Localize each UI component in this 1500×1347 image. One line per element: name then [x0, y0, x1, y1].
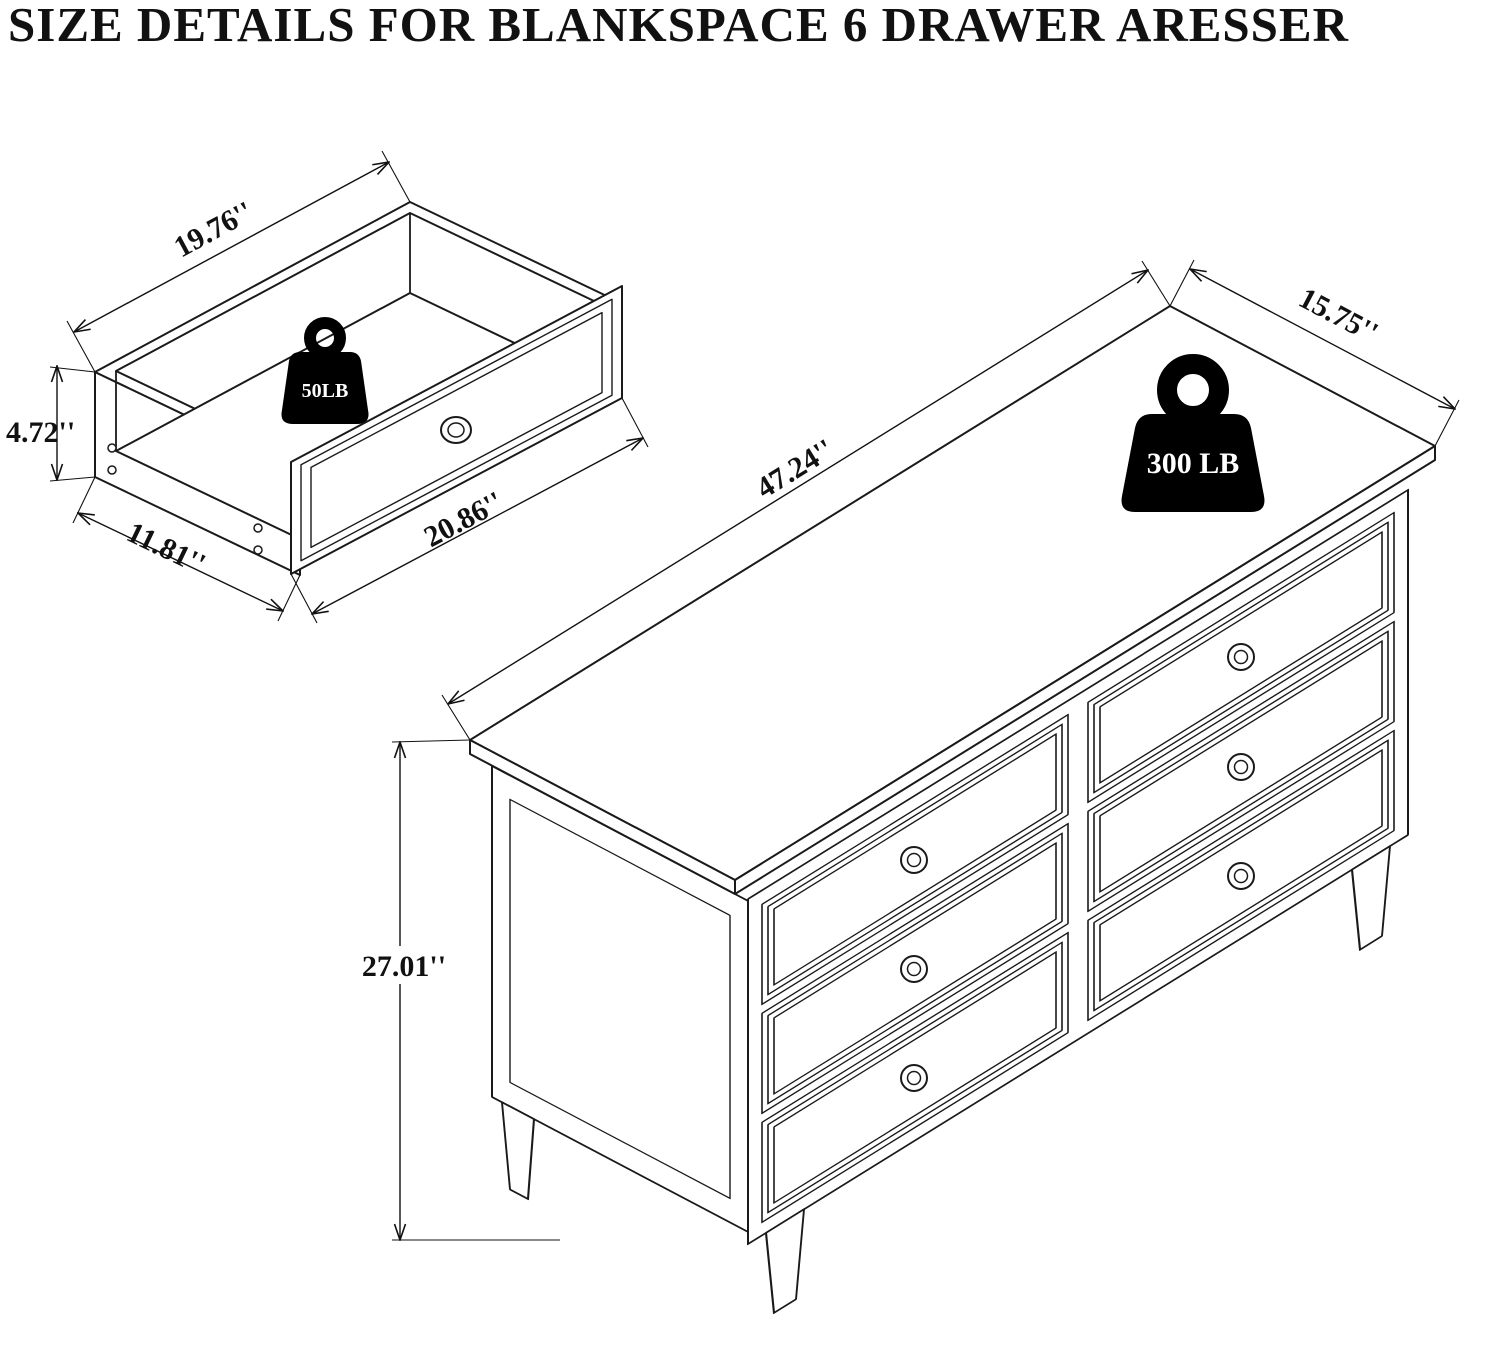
dim-dresser-height: 27.01'' — [344, 739, 560, 1240]
dresser-knob-icons — [900, 643, 1255, 1092]
dim-dresser-width-label: 47.24'' — [751, 433, 840, 505]
dim-drawer-length-label: 19.76'' — [169, 195, 259, 264]
dresser-weight-label: 300 LB — [1147, 447, 1240, 480]
dim-drawer-height-label: 4.72'' — [6, 416, 75, 449]
dim-drawer-height: 4.72'' — [6, 366, 96, 482]
dresser-diagram: 300 LB 47.24'' 15.75'' 27.01'' — [344, 259, 1460, 1315]
dresser-back-left-leg — [501, 1101, 535, 1201]
dim-dresser-depth-label: 15.75'' — [1294, 281, 1384, 349]
dim-dresser-height-label: 27.01'' — [362, 950, 446, 983]
drawer-interior-edges — [115, 213, 595, 539]
single-drawer-diagram: 50LB 19.76'' — [6, 150, 649, 624]
dresser-front-left-leg — [765, 1208, 805, 1315]
dresser-front-face — [747, 488, 1409, 1315]
drawer-weight-label: 50LB — [302, 380, 349, 402]
page-title: SIZE DETAILS FOR BLANKSPACE 6 DRAWER ARE… — [8, 0, 1349, 52]
dresser-front-right-leg — [1351, 844, 1391, 951]
